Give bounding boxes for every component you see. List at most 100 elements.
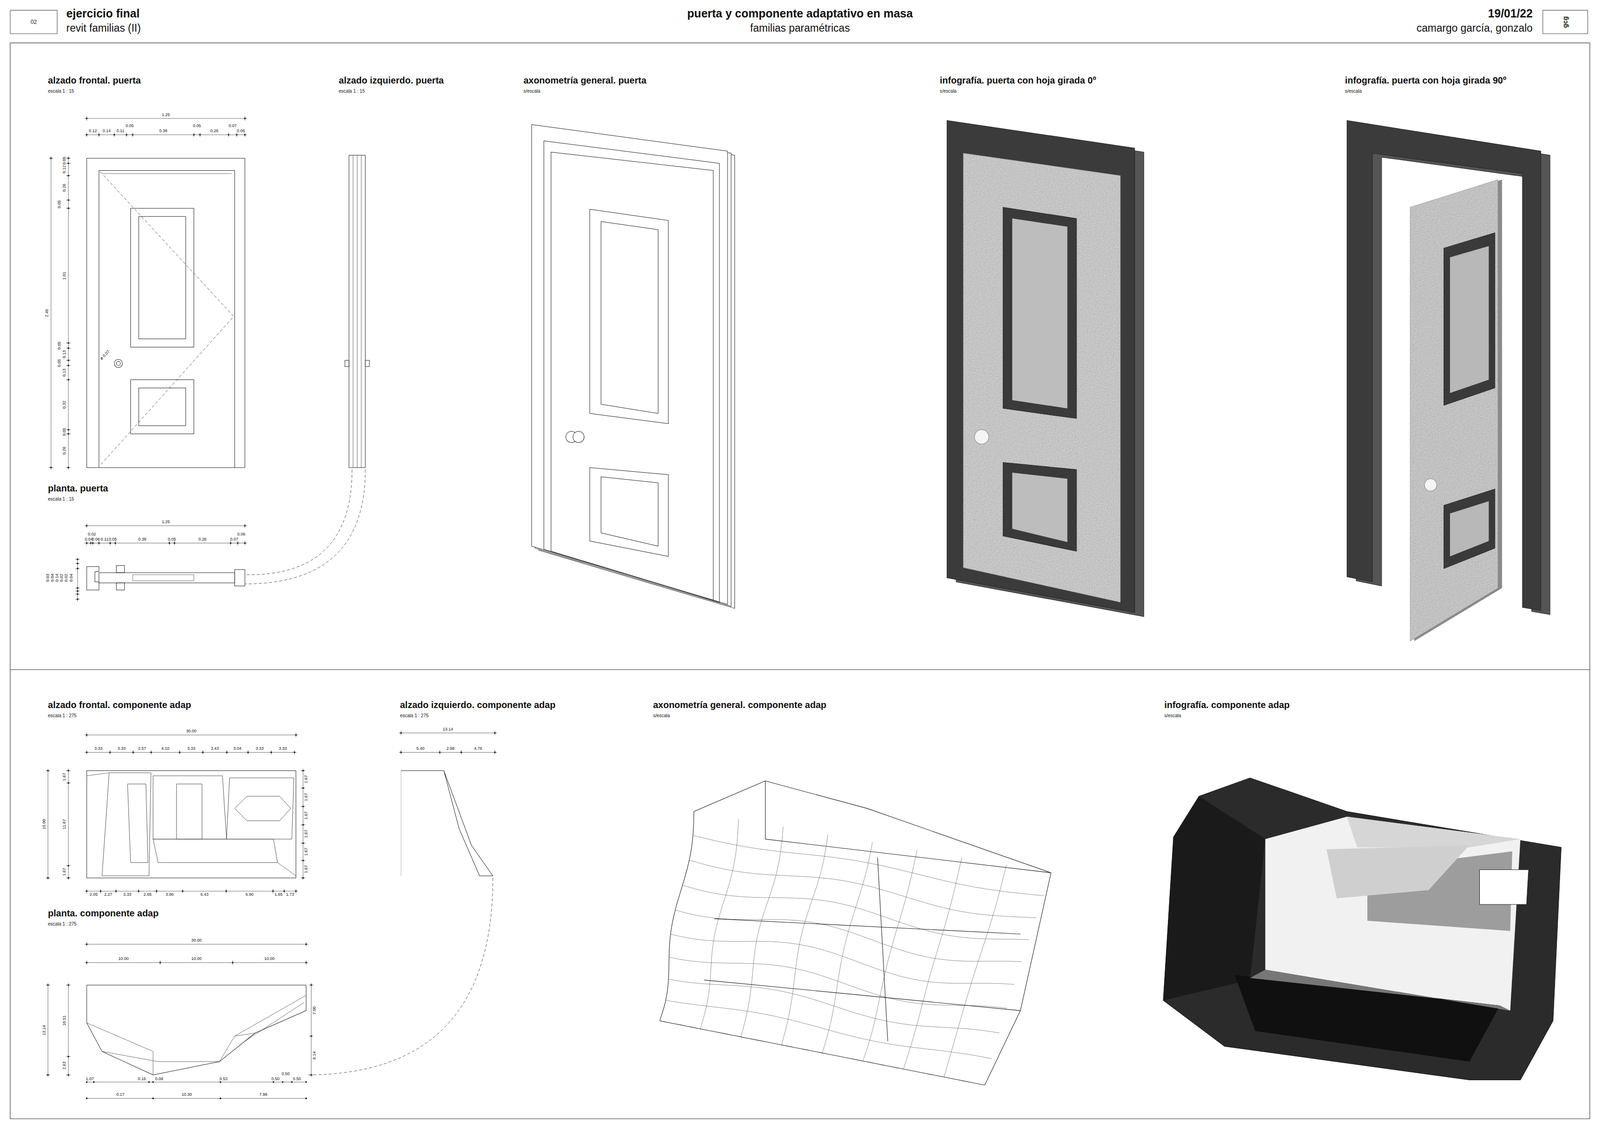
wireframe-line	[689, 860, 1037, 918]
dimension-tick	[305, 1080, 308, 1083]
dimension-label: 0.05	[62, 156, 67, 166]
dimension-tick	[85, 1097, 88, 1100]
dimension-label: 3.86	[165, 892, 174, 897]
dimension-tick	[132, 132, 134, 138]
dimension-label: 6.43	[200, 892, 209, 897]
dimension-label: 0.06	[237, 532, 246, 537]
dimension-label: 0.13	[62, 350, 67, 359]
sheet-author: camargo garcía, gonzalo	[1416, 22, 1533, 34]
dimension-label: 1.67	[62, 867, 67, 876]
door-frame	[99, 170, 235, 468]
wireframe-edge	[694, 780, 1052, 1085]
dimension-tick	[86, 523, 88, 528]
door-panel-render	[1444, 232, 1495, 406]
door-panel	[600, 221, 659, 414]
dimension-label: 2.65	[143, 892, 152, 897]
dimension-tick	[226, 750, 228, 755]
wireframe-line	[670, 933, 1015, 985]
component-outline	[400, 770, 493, 876]
door-side	[361, 155, 362, 468]
wireframe-line	[944, 864, 1007, 1077]
dimension-label: 6.90	[245, 892, 254, 897]
dimension-tick	[66, 1055, 71, 1057]
door-handle-render	[1424, 478, 1437, 491]
dimension-label: 0.11	[100, 537, 109, 542]
dimension-tick	[86, 750, 88, 755]
dimension-tick	[75, 598, 80, 600]
sheet-header-text: revit familias (II)	[66, 22, 141, 34]
dimension-label: 10.00	[118, 956, 129, 961]
dimension-label: 0.07	[230, 537, 239, 542]
dimension-line	[68, 768, 69, 880]
dimension-line	[84, 943, 309, 945]
dimension-line	[84, 961, 309, 963]
dimension-tick	[305, 941, 307, 947]
door-leaf-texture	[1410, 179, 1498, 641]
dimension-label: 1.67	[304, 829, 309, 839]
dimension-label: 0.08	[155, 1076, 164, 1081]
dimension-label: 0.38	[138, 537, 147, 542]
dimension-tick	[272, 1080, 275, 1083]
header-box	[10, 10, 57, 34]
dimension-label: 10.00	[264, 956, 275, 961]
dimension-tick	[230, 540, 231, 546]
dimension-label: 0.05	[57, 358, 62, 367]
component-render	[1250, 969, 1511, 1011]
door-panel-render	[1450, 245, 1489, 393]
sheet-subtitle: familias paramétricas	[750, 22, 850, 34]
dimension-label: 1.67	[304, 847, 309, 856]
door-panel-render	[1444, 488, 1495, 569]
component-facet	[153, 775, 227, 839]
dimension-tick	[300, 824, 306, 825]
component-facet	[277, 862, 296, 876]
dimension-label: 0.38	[159, 128, 168, 134]
dimension-label: 13.14	[442, 726, 454, 731]
dimension-tick	[174, 540, 175, 546]
sheet-title: puerta y componente adaptativo en masa	[687, 7, 913, 20]
dimension-tick	[75, 568, 80, 569]
dimension-label: 1.25	[161, 519, 171, 524]
dimension-tick	[300, 860, 306, 861]
dimension-tick	[92, 540, 94, 546]
dimension-label: 0.05	[125, 123, 134, 128]
dimension-tick	[86, 132, 88, 138]
dimension-label: 2.27	[104, 892, 113, 897]
dimension-label: 13.14	[42, 1024, 47, 1035]
dimension-tick	[179, 750, 180, 755]
dimension-label: 1.25	[161, 112, 171, 117]
dimension-tick	[66, 877, 71, 878]
dimension-tick	[115, 540, 116, 546]
dimension-tick	[66, 865, 71, 866]
door-plan	[99, 572, 235, 583]
door-panel	[600, 476, 659, 546]
wireframe-edge	[765, 838, 1051, 873]
dimension-label: 2.63	[62, 1061, 67, 1070]
dimension-tick	[290, 1080, 293, 1083]
view-title: alzado frontal. componente adap	[48, 700, 192, 710]
dimension-label: 7.00	[312, 1005, 317, 1015]
dimension-label: 1.67	[304, 775, 309, 784]
dimension-line	[47, 768, 49, 880]
dimension-tick	[66, 1074, 71, 1075]
dimension-tick	[100, 888, 101, 894]
view-scale: s/escala	[1344, 88, 1362, 95]
dimension-tick	[66, 207, 71, 209]
wireframe-edge	[659, 811, 695, 1021]
dimension-tick	[228, 132, 229, 138]
dimension-tick	[86, 960, 88, 965]
dimension-tick	[86, 888, 88, 894]
dimension-label: 0.05	[57, 200, 62, 209]
dimension-tick	[193, 132, 195, 138]
dimension-label: 0.05	[57, 341, 62, 350]
component-outline	[400, 770, 402, 876]
component-facet	[219, 994, 306, 1062]
dimension-tick	[75, 590, 80, 592]
wireframe-line	[700, 818, 739, 1029]
wireframe-line	[740, 826, 784, 1037]
component-render	[1326, 844, 1470, 899]
header-box	[1542, 10, 1588, 34]
dimension-line	[47, 982, 49, 1077]
swing-line	[100, 171, 234, 466]
dimension-tick	[48, 466, 54, 468]
